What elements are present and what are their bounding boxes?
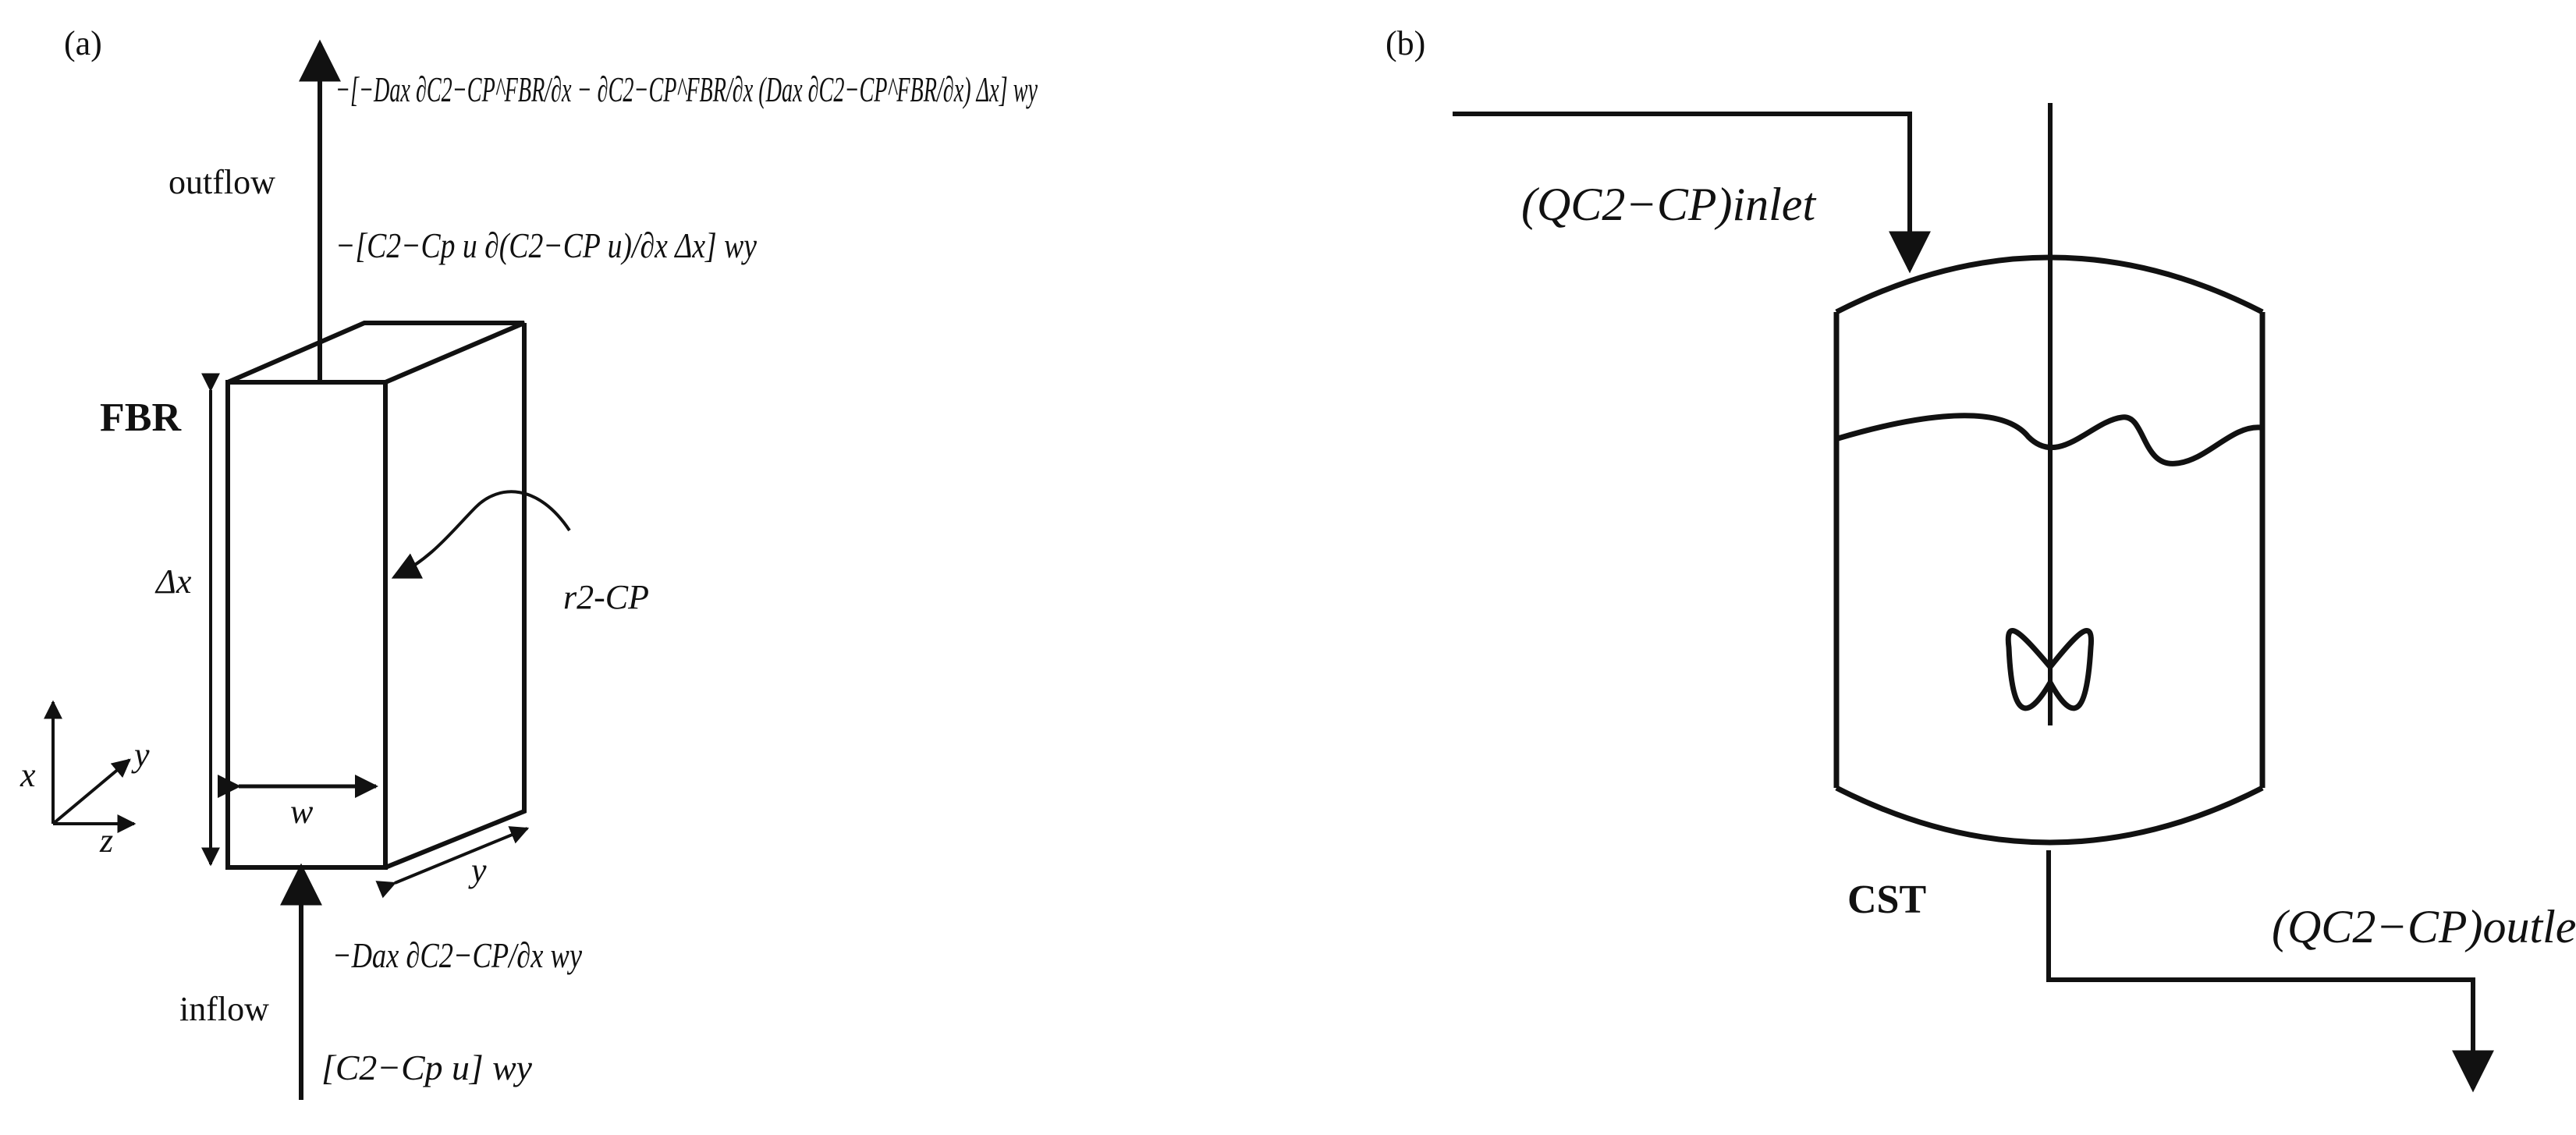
axis-x-label: x <box>20 756 36 794</box>
cst-label: CST <box>1847 878 1926 922</box>
inflow-equation-1: −Dax ∂C2−CP/∂x wy <box>332 935 582 975</box>
inflow-label: inflow <box>179 990 269 1028</box>
length-label: Δx <box>154 562 192 601</box>
panel-b-label: (b) <box>1386 24 1425 62</box>
panel-b: (b) (QC2−CP)inlet CST (QC2−CP)outlet <box>1386 24 2576 1093</box>
axis-y-label: y <box>131 736 150 774</box>
panel-a: (a) FBR Δx w y r2-CP x y z outflow <box>20 24 1038 1100</box>
depth-dimension-arrow <box>375 826 530 899</box>
inflow-equation-2: [C2−Cp u] wy <box>321 1048 533 1087</box>
outflow-equation-2: −[C2−Cp u ∂(C2−CP u)/∂x Δx] wy <box>335 225 757 265</box>
outlet-pipe <box>2046 850 2494 1093</box>
coordinate-axes <box>44 700 137 833</box>
inlet-pipe <box>1453 112 1931 274</box>
liquid-surface <box>1837 413 2262 466</box>
reaction-label: r2-CP <box>563 578 649 616</box>
outlet-label: (QC2−CP)outlet <box>2272 901 2576 952</box>
axis-z-label: z <box>99 821 113 860</box>
depth-label: y <box>468 851 487 889</box>
impeller <box>2005 628 2094 711</box>
panel-a-label: (a) <box>64 24 102 62</box>
cst-vessel <box>1833 254 2266 846</box>
inlet-label: (QC2−CP)inlet <box>1521 179 1816 230</box>
outflow-equation-1: −[−Dax ∂C2−CP^FBR/∂x − ∂C2−CP^FBR/∂x (Da… <box>335 69 1038 109</box>
fbr-label: FBR <box>100 395 182 440</box>
reaction-arrow <box>391 490 571 579</box>
width-label: w <box>290 793 314 831</box>
outflow-label: outflow <box>169 163 275 201</box>
